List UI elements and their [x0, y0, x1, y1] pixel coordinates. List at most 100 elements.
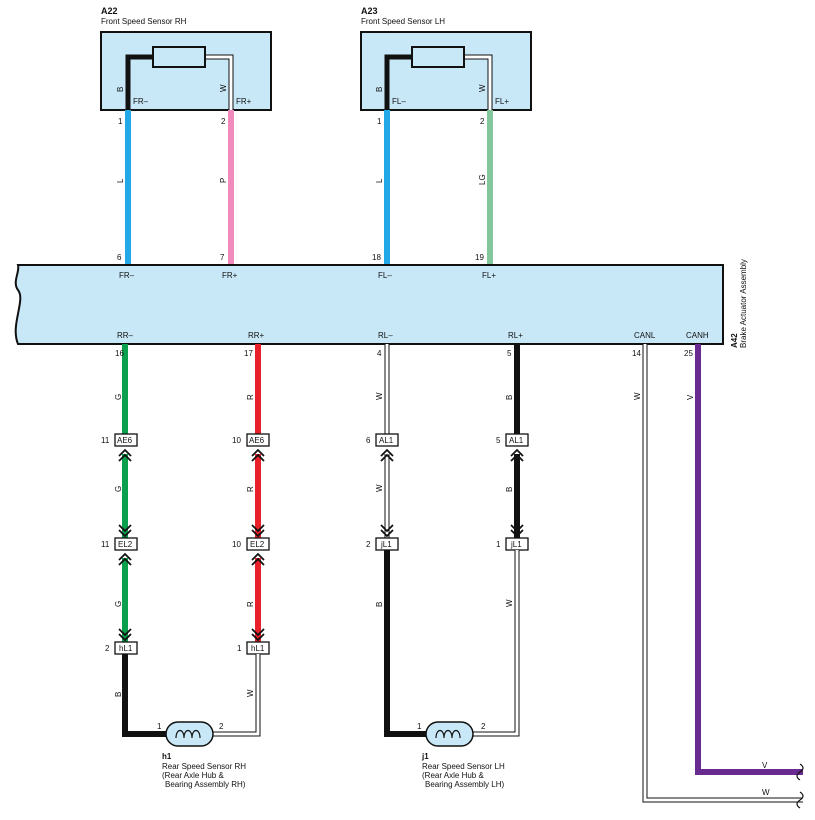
connector-arrow-icon	[380, 448, 394, 462]
a22-left-wire-code: B	[116, 87, 125, 92]
svg-text:hL1: hL1	[251, 644, 265, 653]
a42-code: A42	[730, 333, 739, 348]
rear-speed-sensor-lh: 1 2 j1 Rear Speed Sensor LH (Rear Axle H…	[417, 721, 505, 789]
wire-code: L	[375, 178, 384, 183]
connector-jl1-rl-minus: jL1 2	[366, 524, 399, 551]
svg-text:1: 1	[496, 540, 501, 549]
connector-arrow-icon	[251, 552, 265, 566]
h1-line3: Bearing Assembly RH)	[165, 780, 246, 789]
connector-arrow-icon	[118, 448, 132, 462]
connectors: AE6 11 AE6 10 AL1 6 AL1 5 EL2 11	[101, 433, 529, 655]
wire-code: B	[505, 487, 514, 492]
wire-code: W	[633, 392, 642, 400]
connector-arrow-icon	[118, 524, 132, 538]
terminal-label: RR–	[117, 331, 134, 340]
coil-icon	[175, 729, 201, 739]
connector-arrow-icon	[251, 524, 265, 538]
wire-code: G	[114, 601, 123, 607]
connector-ae6-rr-minus: AE6 11	[101, 433, 138, 462]
wire-code: W	[246, 689, 255, 697]
svg-text:EL2: EL2	[118, 540, 133, 549]
a22-pin-1: 1	[118, 117, 123, 126]
a23-pin-1: 1	[377, 117, 382, 126]
terminal-label: FL+	[482, 271, 496, 280]
a22-code: A22	[101, 6, 118, 16]
wire-code: R	[246, 601, 255, 607]
wire-code: LG	[478, 174, 487, 185]
a23-name: Front Speed Sensor LH	[361, 17, 445, 26]
terminal-label: RL+	[508, 331, 523, 340]
svg-text:AL1: AL1	[509, 436, 524, 445]
wire-code: V	[686, 394, 695, 400]
connector-arrow-icon	[118, 628, 132, 642]
sensor-coil-icon	[411, 46, 465, 68]
svg-text:1: 1	[237, 644, 242, 653]
svg-text:6: 6	[366, 436, 371, 445]
a23-left-wire-code: B	[375, 87, 384, 92]
sensor-pin: 1	[157, 722, 162, 731]
wire-code: G	[114, 394, 123, 400]
connector-al1-rl-minus: AL1 6	[366, 433, 399, 462]
a23-left-label: FL–	[392, 97, 406, 106]
svg-text:AE6: AE6	[117, 436, 133, 445]
j1-line2: (Rear Axle Hub &	[422, 771, 484, 780]
terminal-label: CANL	[634, 331, 656, 340]
a22-pin-2: 2	[221, 117, 226, 126]
brake-actuator-assembly: FR– FR+ FL– FL+ RR– RR+ RL– RL+ CANL CAN…	[14, 259, 748, 348]
sensor-pin: 1	[417, 722, 422, 731]
pin-number: 19	[475, 253, 484, 262]
connector-arrow-icon	[510, 524, 524, 538]
pin-number: 5	[507, 349, 512, 358]
h1-code: h1	[162, 752, 172, 761]
wire-code: V	[762, 761, 768, 770]
wire-code: B	[114, 692, 123, 697]
pin-number: 17	[244, 349, 253, 358]
rear-sensor-wires	[122, 550, 520, 737]
svg-text:11: 11	[101, 436, 110, 445]
terminal-label: RR+	[248, 331, 265, 340]
sensor-pin: 2	[481, 722, 486, 731]
svg-text:EL2: EL2	[250, 540, 265, 549]
svg-text:11: 11	[101, 540, 110, 549]
a23-code: A23	[361, 6, 378, 16]
connector-el2-rr-minus: EL2 11	[101, 524, 138, 566]
svg-text:5: 5	[496, 436, 501, 445]
a22-right-label: FR+	[236, 97, 252, 106]
connector-el2-rr-plus: EL2 10	[232, 524, 270, 566]
j1-line3: Bearing Assembly LH)	[425, 780, 504, 789]
connector-al1-rl-plus: AL1 5	[496, 433, 529, 462]
connector-arrow-icon	[380, 524, 394, 538]
a23-pin-2: 2	[480, 117, 485, 126]
a23-right-wire-code: W	[478, 84, 487, 92]
svg-text:10: 10	[232, 540, 241, 549]
terminal-label: RL–	[378, 331, 393, 340]
terminal-label: FR+	[222, 271, 238, 280]
h1-line2: (Rear Axle Hub &	[162, 771, 224, 780]
j1-name: Rear Speed Sensor LH	[422, 762, 505, 771]
terminal-label: FL–	[378, 271, 392, 280]
pin-number: 25	[684, 349, 693, 358]
svg-text:2: 2	[105, 644, 110, 653]
wire-code: W	[505, 599, 514, 607]
svg-text:hL1: hL1	[119, 644, 133, 653]
front-speed-sensor-rh: A22 Front Speed Sensor RH B FR– W FR+ 1 …	[100, 6, 272, 126]
connector-hl1-rr-plus: hL1 1	[237, 628, 270, 655]
pin-number: 18	[372, 253, 381, 262]
wire-code: B	[375, 602, 384, 607]
connector-arrow-icon	[118, 552, 132, 566]
a42-name: Brake Actuator Assembly	[739, 259, 748, 348]
pin-number: 7	[220, 253, 225, 262]
wire-code: W	[762, 788, 770, 797]
wire-code: L	[116, 178, 125, 183]
terminal-label: FR–	[119, 271, 135, 280]
j1-code: j1	[421, 752, 429, 761]
a22-name: Front Speed Sensor RH	[101, 17, 187, 26]
connector-jl1-rl-plus: jL1 1	[496, 524, 529, 551]
a23-right-label: FL+	[495, 97, 509, 106]
wire-code: W	[375, 484, 384, 492]
wire-code: W	[375, 392, 384, 400]
svg-text:jL1: jL1	[510, 540, 522, 549]
h1-name: Rear Speed Sensor RH	[162, 762, 246, 771]
connector-hl1-rr-minus: hL1 2	[105, 628, 138, 655]
